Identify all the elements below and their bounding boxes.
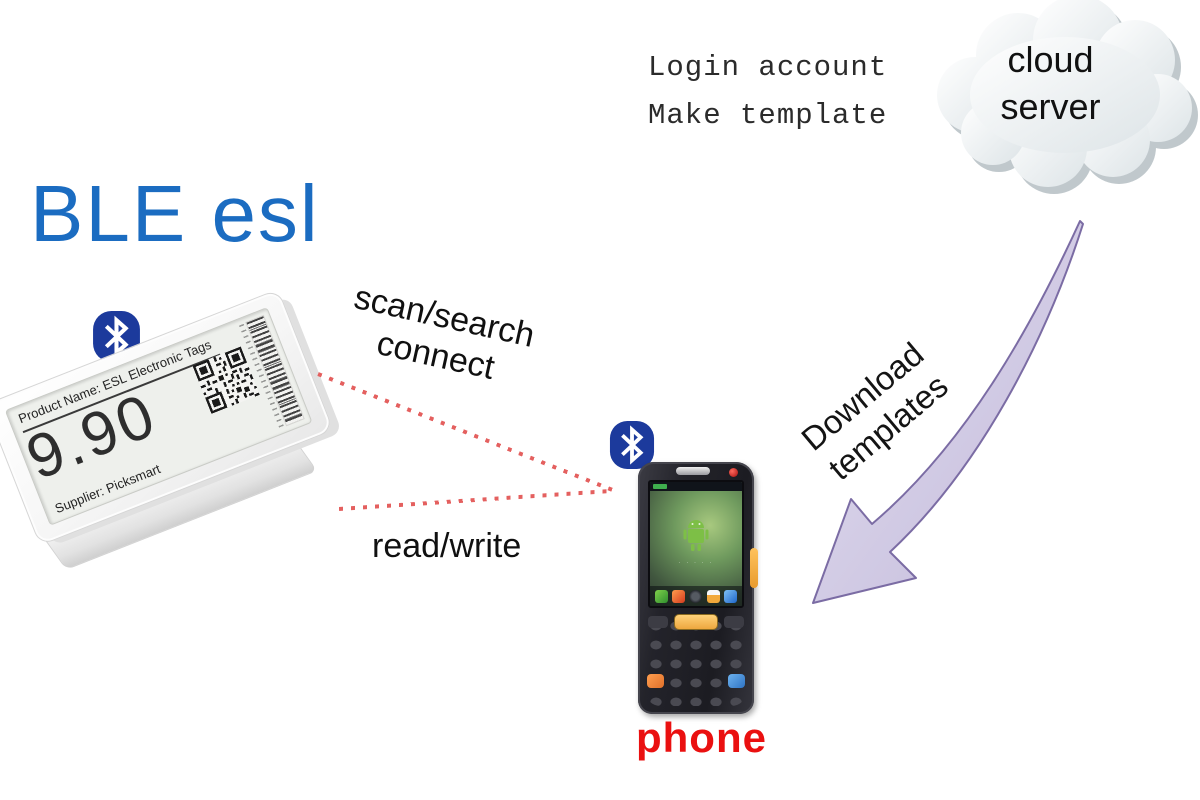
android-robot-icon: [683, 520, 709, 551]
phone-statusbar: [650, 482, 742, 491]
phone-speaker: [676, 467, 710, 475]
phone-wallpaper-caption: · · · · ·: [678, 560, 714, 566]
cloud-server-node: cloud server: [915, 0, 1200, 195]
login-step-line1: Login account: [648, 51, 888, 84]
esl-device: Product Name: ESL Electronic Tags 9.90 S…: [0, 288, 348, 582]
browser-app-icon: [723, 589, 737, 603]
launcher-app-icon: [689, 589, 703, 603]
esl-body: Product Name: ESL Electronic Tags 9.90 S…: [0, 288, 334, 546]
scan-connect-label: scan/search connect: [316, 271, 564, 400]
keypad-function-key-orange: [647, 674, 664, 688]
keypad-function-key-blue: [728, 674, 745, 688]
keypad-key: [648, 616, 668, 628]
phone-keypad: [646, 614, 746, 706]
contacts-app-icon: [672, 589, 686, 603]
esl-screen: Product Name: ESL Electronic Tags 9.90 S…: [4, 307, 313, 526]
login-step-line2: Make template: [648, 99, 888, 132]
read-write-label: read/write: [372, 527, 522, 565]
keypad-scan-key: [674, 614, 718, 630]
scan-dotted-line: [317, 372, 615, 493]
cloud-server-label: cloud server: [915, 36, 1186, 130]
login-steps-label: Login account Make template: [648, 44, 887, 140]
phone-app-icon: [655, 589, 669, 603]
cloud-icon: [937, 0, 1198, 194]
qr-code-icon: [192, 346, 260, 414]
phone-screen: · · · · ·: [648, 480, 744, 608]
phone-device: · · · · ·: [638, 462, 758, 714]
cloud-label-line1: cloud: [1007, 39, 1094, 80]
readwrite-dotted-line: [338, 488, 615, 511]
phone-side-button: [750, 548, 758, 588]
keypad-key: [724, 616, 744, 628]
phone-label: phone: [636, 714, 767, 761]
page-title: BLE esl: [30, 169, 320, 258]
email-app-icon: [706, 589, 720, 603]
phone-bluetooth-icon: [609, 420, 655, 470]
phone-app-dock: [650, 586, 742, 606]
cloud-label-line2: server: [1000, 86, 1101, 127]
phone-power-led: [729, 468, 738, 477]
download-templates-label: Download templates: [767, 312, 983, 511]
